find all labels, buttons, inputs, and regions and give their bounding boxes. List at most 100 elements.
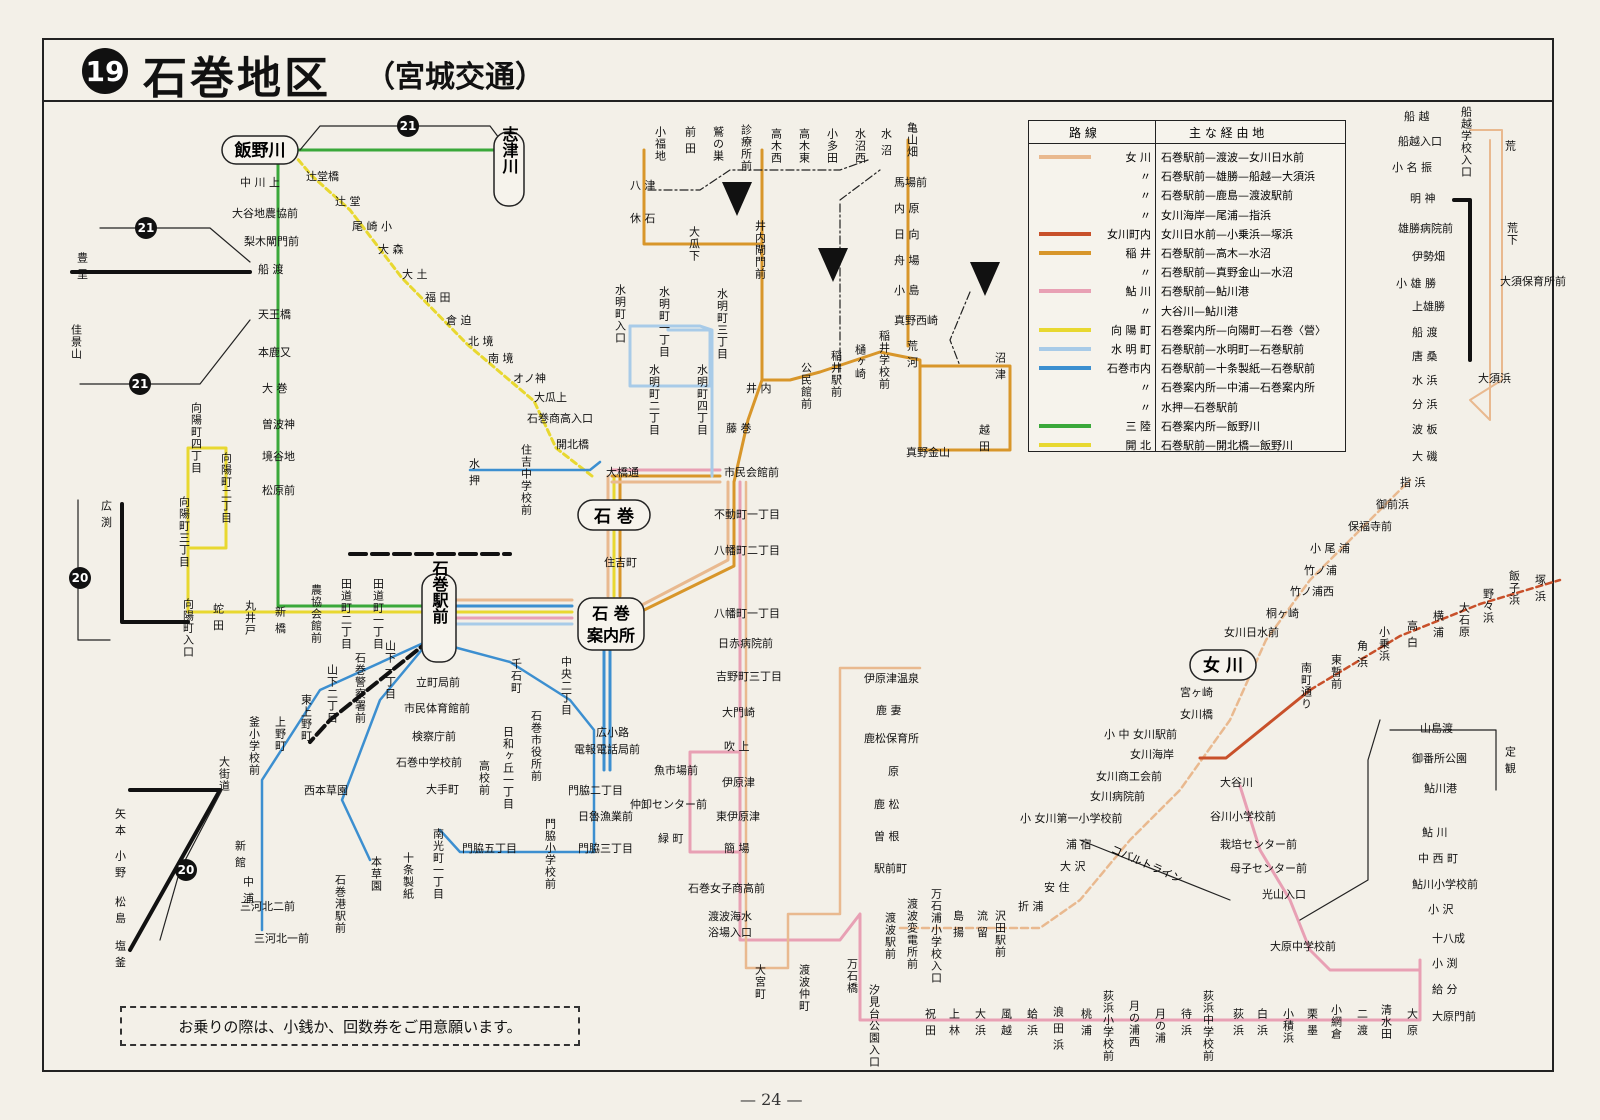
route-badge: 21 — [132, 377, 149, 391]
stop-label: 石巻女子商高前 — [688, 881, 765, 895]
stop-label-vertical: 清水田 — [1380, 1004, 1393, 1040]
connector-cobalt — [1079, 839, 1231, 901]
stop-label-vertical: 田道町一丁目 — [372, 578, 385, 650]
legend-row: 〃石巻駅前—鹿島—渡波駅前 — [1029, 185, 1345, 204]
stop-label: 鹿 妻 — [876, 703, 902, 717]
stop-label: 馬場前 — [894, 175, 927, 189]
section-number-badge: 19 — [82, 48, 128, 94]
legend-swatch — [1039, 231, 1091, 236]
legend-col-via: 主 な 経 由 地 — [1189, 126, 1265, 140]
stop-label: 水 浜 — [1412, 374, 1438, 387]
stop-label: 宮ヶ崎 — [1180, 685, 1213, 699]
stop-label-vertical: 千石町 — [510, 658, 523, 694]
stop-label: 市民会館前 — [724, 465, 779, 479]
legend-row: 鮎 川石巻駅前—鮎川港 — [1029, 281, 1345, 300]
stop-label-vertical: 水 沼 — [880, 128, 893, 157]
label-onagawa: 女 川 — [1203, 655, 1243, 676]
stop-label-vertical: 大瓜下 — [688, 225, 701, 262]
stop-label-vertical: 十条製紙 — [402, 851, 415, 900]
legend-via: 石巻駅前—鹿島—渡波駅前 — [1161, 189, 1293, 203]
stop-label-vertical: 越 田 — [978, 423, 991, 453]
stop-label-vertical: 水明町一丁目 — [658, 286, 671, 358]
stop-label: 鮎川小学校前 — [1412, 877, 1478, 891]
stop-label-vertical: 向陽町三丁目 — [178, 495, 191, 568]
stop-label: 唐 桑 — [1412, 349, 1438, 363]
stop-label: 伊原津 — [722, 776, 755, 789]
stop-label: 浴場入口 — [708, 926, 752, 939]
stop-label: 電報電話局前 — [574, 742, 640, 756]
legend-route-name: 向 陽 町 — [1111, 323, 1151, 337]
operator-name: （宮城交通） — [365, 60, 545, 95]
stop-label-vertical: 水明町四丁目 — [696, 364, 709, 436]
stop-label-vertical: 水 押 — [468, 458, 481, 487]
legend-col-route: 路 線 — [1069, 126, 1097, 140]
stop-label-vertical: 蛇 田 — [212, 602, 225, 632]
legend-via: 女川日水前—小乗浜—塚浜 — [1161, 227, 1293, 241]
stop-label: 谷川小学校前 — [1210, 809, 1276, 823]
stop-label: 女川病院前 — [1090, 789, 1145, 803]
stop-label-vertical: 万石橋 — [846, 958, 859, 994]
stop-label-vertical: 小多田 — [826, 128, 839, 164]
route-city-2 — [260, 638, 432, 932]
stop-label-vertical: 樋ヶ崎 — [854, 343, 867, 380]
legend-row: 〃石巻駅前—真野金山—水沼 — [1029, 262, 1345, 281]
stop-label-vertical: 祝 田 — [924, 1007, 937, 1037]
label-box-onagawa — [1189, 649, 1257, 681]
stop-label: 境谷地 — [262, 449, 295, 463]
legend-route-name: 〃 — [1140, 304, 1151, 318]
stop-label-vertical: 栗 墨 — [1306, 1008, 1319, 1037]
stop-label: 辻堂橋 — [306, 169, 339, 183]
stop-label-vertical: 東暫前 — [1330, 654, 1343, 690]
legend-row: 水 明 町石巻駅前—水明町—石巻駅前 — [1029, 339, 1345, 358]
stop-label: 雄勝病院前 — [1398, 221, 1453, 235]
stop-label: 小 渕 — [1432, 956, 1458, 970]
legend-via: 石巻駅前—渡波—女川日水前 — [1161, 151, 1304, 164]
stop-label: 住吉町 — [604, 555, 637, 569]
stop-label-vertical: 稲井学校前 — [878, 330, 891, 390]
stop-label: 大原中学校前 — [1270, 939, 1336, 953]
stop-label: 門脇二丁目 — [568, 784, 623, 797]
route-suimei-2 — [628, 324, 714, 478]
route-onagawa-town — [1198, 688, 1312, 760]
legend-swatch — [1039, 327, 1091, 332]
cobalt-line-label: コバルトライン — [1109, 843, 1185, 886]
stop-label-vertical: 小 野 — [114, 850, 127, 879]
stop-label-vertical: 渡波駅前 — [884, 911, 897, 960]
stop-label-vertical: 大石原 — [1458, 601, 1471, 638]
stop-label: 伊原津温泉 — [864, 671, 919, 685]
legend-route-name: 〃 — [1140, 400, 1151, 414]
stop-label: 分 浜 — [1412, 398, 1438, 411]
stop-label: 三河北二前 — [240, 899, 295, 913]
stop-label-vertical: 井内閘門前 — [754, 219, 767, 280]
connector-20a — [77, 499, 111, 641]
connector-21c — [79, 319, 251, 385]
stop-label-vertical: 住吉中学校前 — [520, 443, 533, 516]
stop-label-vertical: 荒 — [1504, 140, 1517, 152]
label-box-station — [421, 573, 457, 663]
stop-label-vertical: 渡波変電所前 — [906, 897, 919, 970]
legend-row: 〃大谷川—鮎川港 — [1029, 301, 1345, 320]
legend-swatch — [1039, 423, 1091, 428]
stop-label-vertical: 荒下 — [1506, 222, 1519, 246]
boxed-labels: 飯野川 志津川 石 巻 石巻駅前 石 巻 案内所 女 川 — [221, 125, 1257, 681]
dashdot-2 — [839, 169, 881, 201]
label-iinogawa: 飯野川 — [234, 140, 286, 161]
stop-label: 竹ノ浦 — [1304, 563, 1337, 577]
route-onagawa-2 — [898, 478, 1412, 930]
stop-label: 倉 迫 — [446, 313, 472, 327]
stop-label: 南 境 — [488, 351, 514, 365]
stop-label: 大谷川 — [1220, 775, 1253, 789]
legend-swatch — [1039, 251, 1091, 255]
stop-label: 駅前町 — [874, 861, 907, 875]
stop-label: 小 中 女川駅前 — [1104, 727, 1177, 741]
stop-label-vertical: 日和ヶ丘一丁目 — [502, 726, 515, 810]
legend-route-name: 〃 — [1140, 170, 1151, 184]
stop-label: 大須保育所前 — [1500, 274, 1566, 288]
stop-label: 立町局前 — [416, 675, 460, 689]
stop-label: 折 浦 — [1018, 899, 1044, 913]
map-frame — [42, 38, 1554, 1072]
stop-label: 不動町一丁目 — [714, 507, 780, 521]
stop-label-vertical: 東上野町 — [300, 694, 313, 742]
stop-label-vertical: 高 白 — [1406, 619, 1419, 649]
legend-row: 女川町内女川日水前—小乗浜—塚浜 — [1029, 224, 1345, 243]
